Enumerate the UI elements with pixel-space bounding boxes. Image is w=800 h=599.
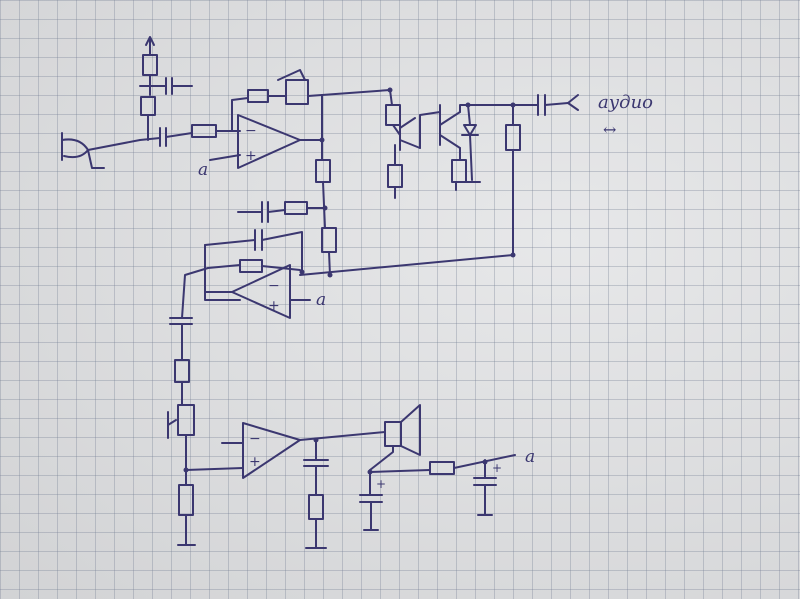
opamp1-minus: − — [245, 123, 257, 139]
opamp2-plus: + — [268, 298, 280, 314]
bias-branch — [139, 36, 193, 141]
cap2-plus: + — [492, 461, 502, 475]
opamp1-wiring — [209, 69, 391, 161]
opamp-2: − + — [231, 264, 291, 319]
opamp-3: − + — [242, 422, 301, 479]
opamp1-plus: + — [245, 148, 257, 164]
supply-decoupling — [359, 454, 516, 531]
opamp2-wiring — [169, 267, 311, 406]
opamp2-minus: − — [268, 278, 280, 294]
node-label-a-top: a — [198, 160, 208, 180]
transistor-stage — [385, 89, 521, 256]
node-label-a-mid: a — [316, 290, 326, 310]
node-label-a-bottom: a — [525, 447, 535, 467]
speaker-icon — [369, 404, 421, 471]
volume-potentiometer — [167, 404, 196, 546]
opamp-1: − + — [237, 114, 301, 169]
opamp3-plus: + — [249, 454, 261, 470]
microphone-symbol — [61, 132, 141, 169]
opamp3-wiring — [185, 431, 386, 549]
input-coupling — [139, 124, 241, 147]
opamp3-minus: − — [249, 431, 261, 447]
feedback-network — [204, 139, 514, 301]
cap1-plus: + — [376, 477, 386, 491]
audio-output — [519, 94, 579, 116]
audio-label: аудио — [598, 92, 653, 113]
bidirectional-arrow: ↔ — [603, 120, 616, 139]
